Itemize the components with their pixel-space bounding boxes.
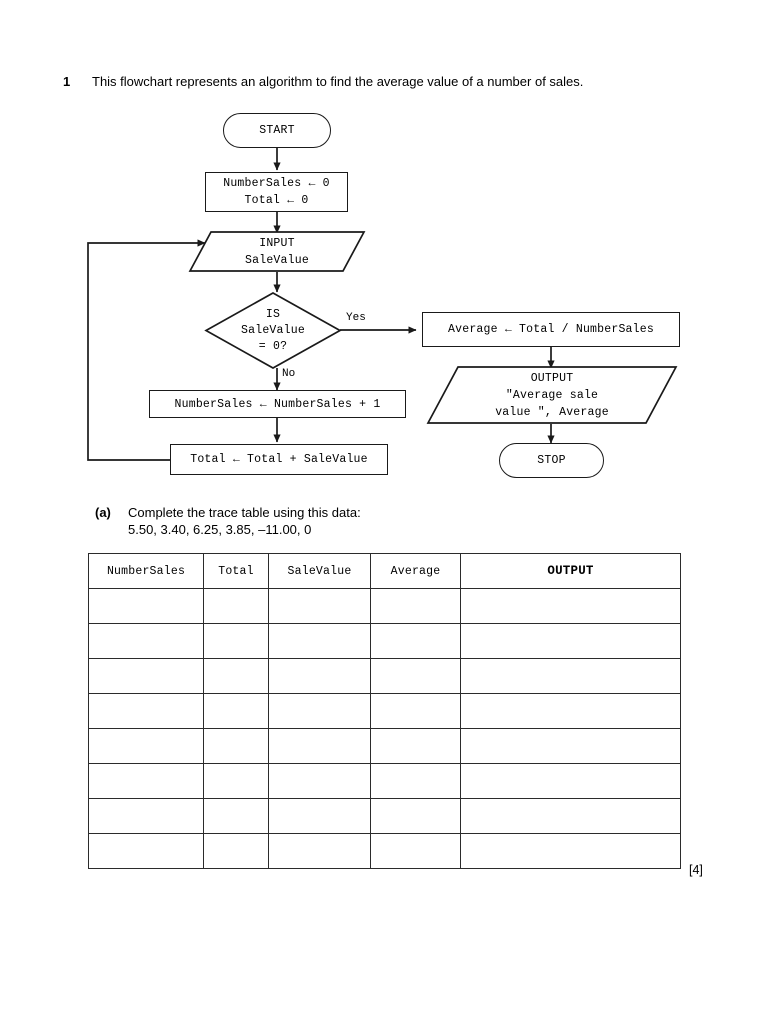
table-row [88, 728, 681, 764]
trace-table: NumberSales Total SaleValue Average OUTP… [88, 553, 681, 869]
trace-cell-output[interactable] [460, 833, 681, 869]
table-row [88, 623, 681, 659]
trace-cell-numbersales[interactable] [88, 623, 204, 659]
trace-table-header-numbersales: NumberSales [88, 553, 204, 589]
trace-cell-salevalue[interactable] [268, 728, 371, 764]
table-row [88, 798, 681, 834]
trace-cell-total[interactable] [203, 693, 269, 729]
trace-table-header-row: NumberSales Total SaleValue Average OUTP… [88, 553, 681, 589]
trace-cell-salevalue[interactable] [268, 763, 371, 799]
table-row [88, 658, 681, 694]
table-row [88, 693, 681, 729]
flow-node-increment-label: NumberSales ← NumberSales + 1 [174, 397, 381, 411]
flow-node-accumulate: Total ← Total + SaleValue [170, 444, 388, 475]
branch-label-yes: Yes [346, 312, 366, 324]
trace-cell-average[interactable] [370, 833, 461, 869]
trace-cell-salevalue[interactable] [268, 798, 371, 834]
flow-node-start-label: START [259, 124, 295, 137]
trace-cell-average[interactable] [370, 693, 461, 729]
trace-cell-salevalue[interactable] [268, 588, 371, 624]
trace-cell-numbersales[interactable] [88, 693, 204, 729]
flow-node-average-label: Average ← Total / NumberSales [448, 323, 654, 336]
trace-cell-salevalue[interactable] [268, 693, 371, 729]
trace-cell-average[interactable] [370, 588, 461, 624]
trace-cell-total[interactable] [203, 763, 269, 799]
flow-node-decision: IS SaleValue = 0? [204, 292, 342, 369]
trace-cell-average[interactable] [370, 763, 461, 799]
trace-table-header-salevalue: SaleValue [268, 553, 371, 589]
trace-cell-numbersales[interactable] [88, 833, 204, 869]
trace-table-header-average: Average [370, 553, 461, 589]
flow-node-stop-label: STOP [537, 454, 566, 467]
trace-cell-average[interactable] [370, 798, 461, 834]
trace-cell-salevalue[interactable] [268, 658, 371, 694]
trace-cell-salevalue[interactable] [268, 623, 371, 659]
trace-cell-output[interactable] [460, 693, 681, 729]
table-row [88, 763, 681, 799]
trace-cell-total[interactable] [203, 728, 269, 764]
flow-node-increment: NumberSales ← NumberSales + 1 [149, 390, 406, 418]
trace-cell-total[interactable] [203, 833, 269, 869]
flow-node-input: INPUT SaleValue [188, 231, 366, 272]
trace-cell-numbersales[interactable] [88, 798, 204, 834]
trace-table-header-total: Total [203, 553, 269, 589]
part-a-data-values: 5.50, 3.40, 6.25, 3.85, –11.00, 0 [128, 522, 312, 537]
trace-cell-total[interactable] [203, 798, 269, 834]
trace-cell-average[interactable] [370, 728, 461, 764]
flow-node-accumulate-label: Total ← Total + SaleValue [190, 453, 368, 466]
trace-cell-total[interactable] [203, 623, 269, 659]
trace-cell-average[interactable] [370, 658, 461, 694]
trace-cell-output[interactable] [460, 763, 681, 799]
question-number: 1 [63, 74, 71, 89]
flow-node-initialise-label: NumberSales ← 0 Total ← 0 [223, 177, 330, 207]
trace-cell-total[interactable] [203, 658, 269, 694]
trace-cell-numbersales[interactable] [88, 588, 204, 624]
question-stem: This flowchart represents an algorithm t… [92, 74, 584, 89]
part-a-instruction: Complete the trace table using this data… [128, 505, 361, 520]
trace-cell-numbersales[interactable] [88, 728, 204, 764]
table-row [88, 833, 681, 869]
trace-cell-output[interactable] [460, 798, 681, 834]
flow-node-average: Average ← Total / NumberSales [422, 312, 680, 347]
flowchart-diagram: START NumberSales ← 0 Total ← 0 INPUT Sa… [0, 100, 768, 500]
trace-cell-output[interactable] [460, 623, 681, 659]
trace-cell-output[interactable] [460, 658, 681, 694]
trace-table-header-output: OUTPUT [460, 553, 681, 589]
part-a-label: (a) [95, 505, 111, 520]
flow-node-initialise: NumberSales ← 0 Total ← 0 [205, 172, 348, 212]
flowchart-connectors [87, 148, 555, 461]
trace-table-body [88, 588, 681, 869]
trace-cell-total[interactable] [203, 588, 269, 624]
trace-cell-salevalue[interactable] [268, 833, 371, 869]
flow-node-start: START [223, 113, 331, 148]
trace-cell-numbersales[interactable] [88, 658, 204, 694]
flow-node-output-label: OUTPUT "Average sale value ", Average [495, 371, 609, 419]
branch-label-no: No [282, 368, 296, 380]
flow-node-decision-label: IS SaleValue = 0? [241, 307, 305, 353]
trace-cell-average[interactable] [370, 623, 461, 659]
trace-cell-output[interactable] [460, 728, 681, 764]
flow-node-input-label: INPUT SaleValue [245, 236, 309, 267]
trace-cell-output[interactable] [460, 588, 681, 624]
flow-node-stop: STOP [499, 443, 604, 478]
table-row [88, 588, 681, 624]
trace-cell-numbersales[interactable] [88, 763, 204, 799]
flow-node-output: OUTPUT "Average sale value ", Average [426, 366, 678, 424]
marks-allocation: [4] [689, 863, 703, 877]
